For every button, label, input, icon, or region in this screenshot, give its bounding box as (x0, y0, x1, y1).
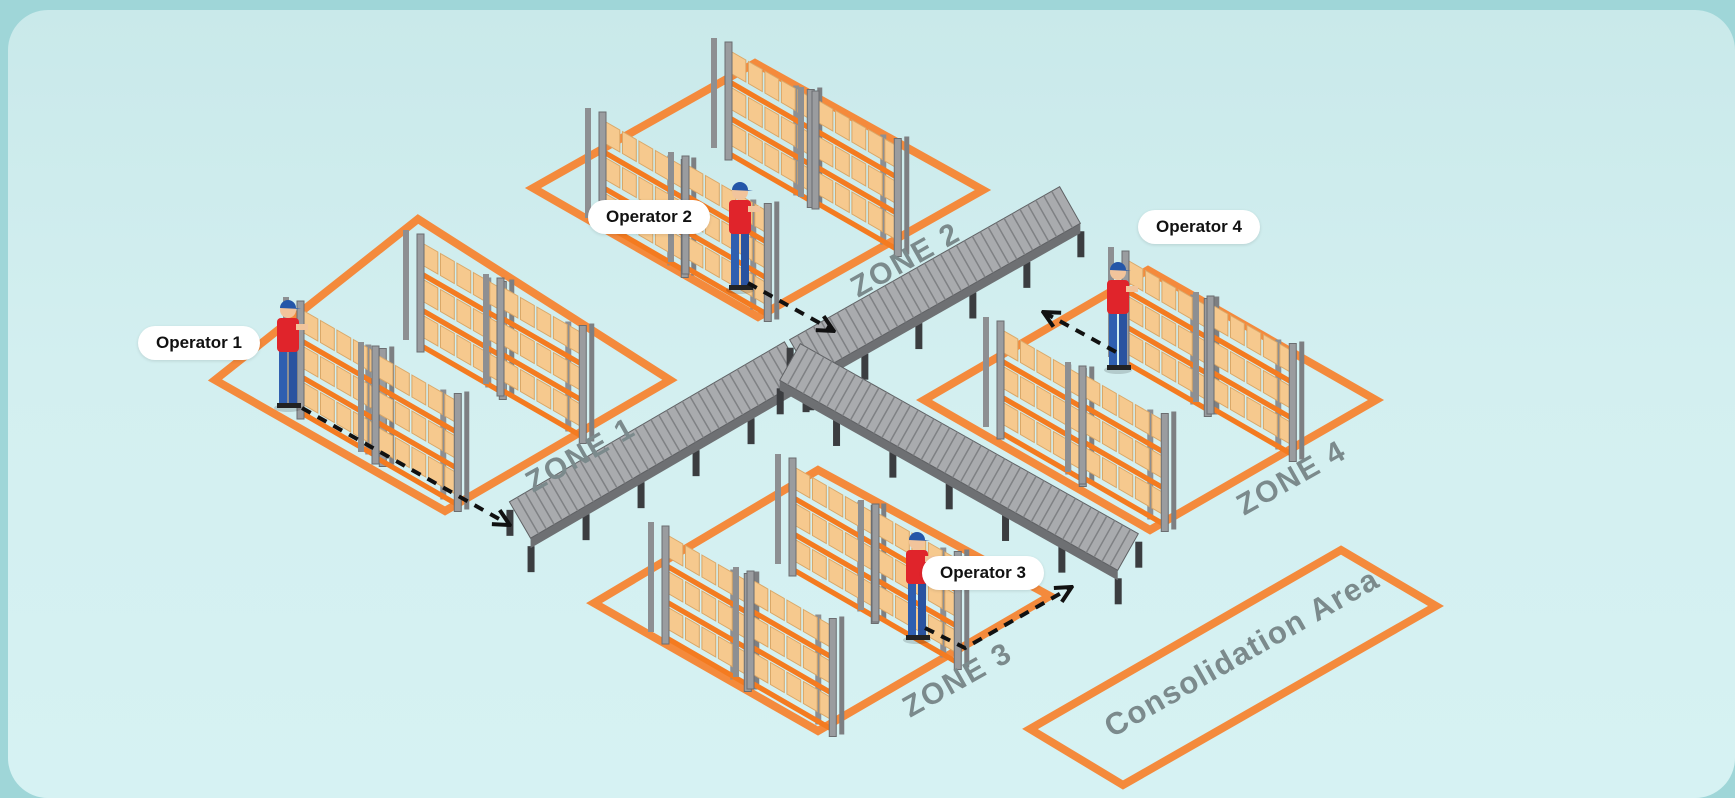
dashed-arrow-icon (747, 281, 832, 330)
roller-conveyor-icon (506, 186, 1143, 605)
operator-2-label: Operator 2 (588, 200, 710, 234)
dashed-arrow-icon (1045, 313, 1117, 354)
diagram-canvas: ZONE 1 ZONE 2 ZONE 3 ZONE 4 Consolidatio… (207, 38, 1444, 790)
shelving-racks (283, 38, 1305, 737)
operator-1-label: Operator 1 (138, 326, 260, 360)
dashed-arrow-icon (301, 406, 508, 524)
consolidation-area-outline (1022, 545, 1444, 790)
warehouse-workers (274, 182, 1138, 644)
operator-3-label: Operator 3 (922, 556, 1044, 590)
warehouse-zone-picking-diagram: ZONE 1 ZONE 2 ZONE 3 ZONE 4 Consolidatio… (8, 10, 1735, 798)
operator-4-label: Operator 4 (1138, 210, 1260, 244)
dashed-arrow-icon (924, 588, 1070, 651)
